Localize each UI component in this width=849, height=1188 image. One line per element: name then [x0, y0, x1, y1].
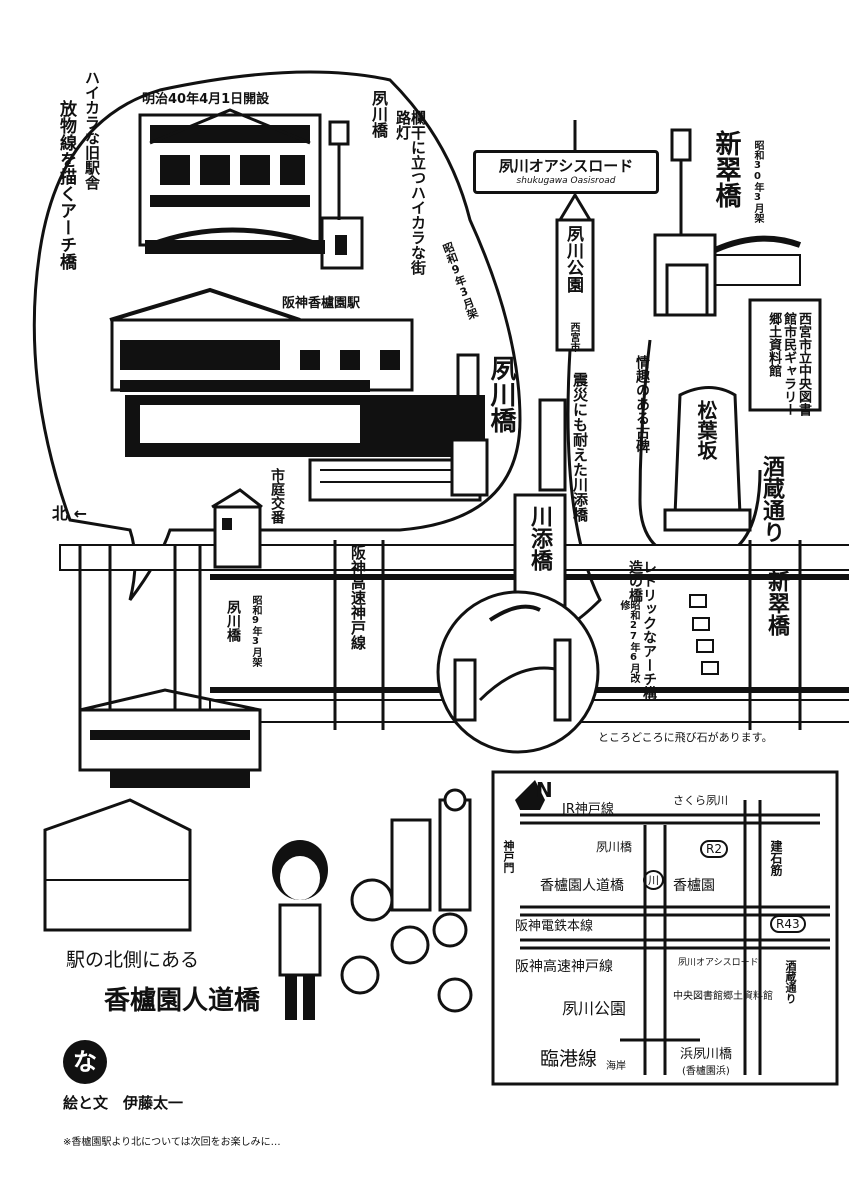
bubble-topleft: [32, 70, 522, 601]
stone-caption: 情趣のある古碑: [634, 355, 650, 453]
map-shukugawa-bridge: 夙川橋: [596, 840, 633, 854]
map-river-mark: 川: [643, 870, 664, 890]
koroen-station-label: 阪神香櫨園駅: [282, 296, 361, 311]
lamp-caption: 欄干に立つハイカラな街路灯: [394, 110, 427, 275]
oasis-road-sign: 夙川オアシスロード shukugawa Oasisroad: [473, 150, 659, 194]
map-north: N: [536, 778, 553, 802]
map-route2: R2: [700, 840, 728, 858]
retro-arch-date: 昭和27年6月改修: [618, 600, 639, 683]
author-credit: 絵と文 伊藤太一: [63, 1094, 184, 1112]
girl-character-drawing: [272, 840, 328, 1020]
oasis-road-sign-en: shukugawa Oasisroad: [516, 176, 616, 186]
map-kaigan: 海岸: [606, 1061, 626, 1072]
map-koroen-station: 香櫨園: [673, 878, 715, 894]
north-marker-text: 北: [52, 504, 69, 523]
footbridge-caption-2: 香櫨園人道橋: [104, 986, 261, 1016]
map-koroen-footbridge: 香櫨園人道橋: [540, 878, 624, 894]
shukugawa-bridge-title: 夙川橋: [486, 355, 516, 433]
quake-caption: 震災にも耐えた川添橋: [571, 372, 589, 522]
stone-name: 松葉坂: [694, 400, 718, 460]
sake-road-label: 酒蔵通り: [759, 455, 784, 543]
author-logo: な: [63, 1040, 107, 1084]
park-sign-sub: 西宮市: [568, 322, 579, 352]
map-kobe-mon: 神戸門: [502, 840, 515, 873]
map-route43: R43: [770, 915, 806, 933]
stepping-stones-note: ところどころに飛び石があります。: [598, 731, 773, 744]
police-box-label: 市庭交番: [269, 468, 285, 524]
footbridge-drawing: [43, 688, 262, 932]
shinsui-bridge-drawing: [653, 128, 822, 412]
library-caption: 西宮市立中央図書館市民ギャラリー郷土資料館: [766, 312, 811, 416]
arch-bridge-caption: 放物線を描くアーチ橋: [56, 100, 76, 270]
map-rinko-line: 臨港線: [540, 1048, 598, 1070]
map-kenbashi: 建石筋: [769, 840, 783, 876]
opened-date: 明治40年4月1日開設: [142, 92, 270, 107]
map-hanshin-line: 阪神電鉄本線: [515, 919, 594, 934]
map-oasis-road: 夙川オアシスロード: [678, 958, 759, 968]
map-highway: 阪神高速神戸線: [515, 959, 613, 975]
shukugawa-bridge-date: 昭和9年3月架: [250, 595, 261, 667]
map-jr-line: JR神戸線: [562, 802, 614, 817]
kawazoe-bridge-label: 川添橋: [527, 505, 552, 571]
shinsui-bridge-label: 新翠橋: [764, 570, 789, 636]
map-sakura-station: さくら夙川: [673, 794, 728, 807]
old-station-drawing: [138, 108, 325, 254]
map-hama-bridge: 浜夙川橋: [680, 1047, 733, 1062]
map-library: 中央図書館郷土資料館: [673, 991, 773, 1002]
oasis-road-sign-text: 夙川オアシスロード: [498, 157, 634, 175]
shukugawa-bridge-label: 夙川橋: [225, 600, 241, 642]
kids-drawing: [340, 878, 473, 1013]
old-station-caption: ハイカラな旧駅舎: [83, 70, 101, 190]
north-marker: 北 ←: [52, 504, 87, 523]
footbridge-caption-1: 駅の北側にある: [66, 949, 200, 971]
map-hama-sub: (香櫨園浜): [682, 1066, 730, 1077]
stepping-stones-drawing: [689, 594, 719, 675]
shinsui-bridge-title: 新翠橋: [711, 130, 741, 208]
street-lamp-drawing: [320, 120, 364, 270]
stone-monument-drawing: [663, 386, 752, 532]
map-sakagura-road: 酒蔵通り: [784, 960, 797, 1004]
lamp-bridge-name: 夙川橋: [369, 90, 388, 138]
clock-tower-drawing: [390, 788, 472, 912]
retro-arch-caption: レトリックなアーチ構造の橋: [627, 560, 657, 700]
highway-label: 阪神高速神戸線: [349, 545, 367, 650]
map-park: 夙川公園: [562, 999, 627, 1018]
park-sign-text: 夙川公園: [563, 225, 583, 293]
shinsui-bridge-date: 昭和30年3月架: [752, 140, 763, 223]
koroen-station-drawing: [109, 287, 489, 502]
police-box-drawing: [211, 488, 263, 569]
round-inset-drawing: [436, 590, 600, 754]
next-issue-note: ※香櫨園駅より北については次回をお楽しみに…: [63, 1137, 281, 1148]
